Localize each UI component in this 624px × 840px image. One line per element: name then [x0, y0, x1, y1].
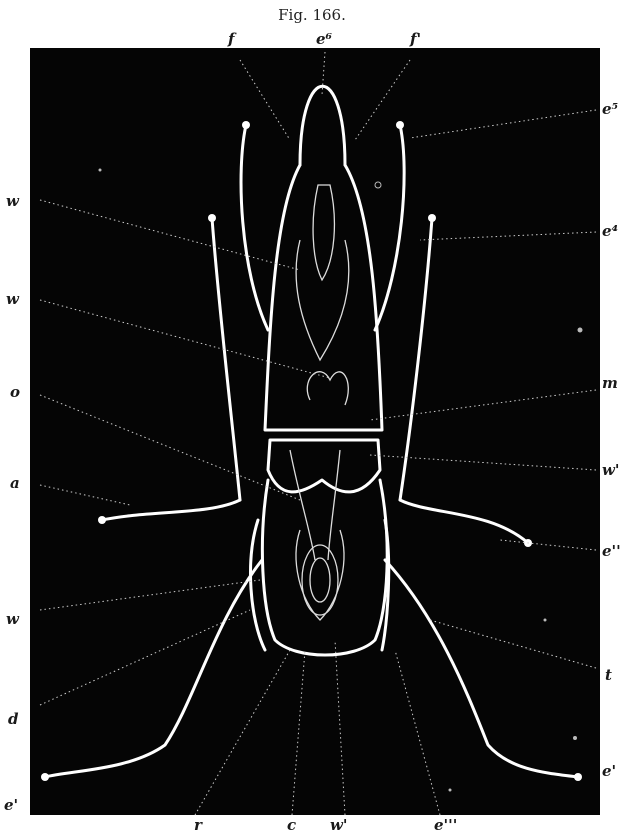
label-c: c	[287, 818, 296, 833]
label-f-prime: f'	[410, 32, 421, 47]
label-e6: e⁶	[316, 32, 332, 47]
label-a: a	[10, 476, 20, 491]
apex-lobe	[300, 86, 345, 165]
right-lower-tentacle	[385, 560, 578, 777]
upper-body-outline	[265, 165, 382, 430]
left-mid-arm	[212, 218, 240, 500]
label-w-2: w	[6, 292, 19, 307]
label-d: d	[8, 712, 19, 727]
label-w-1: w	[6, 194, 19, 209]
label-e-prime-left: e'	[4, 798, 18, 813]
label-w-prime-right: w'	[602, 463, 620, 478]
lower-body-outline	[262, 480, 387, 655]
label-o: o	[10, 385, 20, 400]
left-upper-arm	[241, 125, 268, 330]
right-upper-arm	[375, 125, 404, 330]
label-e5: e⁵	[602, 102, 618, 117]
label-r: r	[194, 818, 202, 833]
label-e-triple-prime: e'''	[434, 818, 457, 833]
middle-segment	[268, 440, 380, 492]
label-t: t	[605, 668, 612, 683]
label-m: m	[602, 376, 618, 391]
label-w-prime-bottom: w'	[330, 818, 348, 833]
label-f: f	[228, 32, 234, 47]
label-e-double-prime: e''	[602, 544, 621, 559]
label-e4: e⁴	[602, 224, 618, 239]
right-lateral-tentacle	[400, 500, 528, 543]
left-lateral-tentacle	[102, 500, 240, 520]
label-e-prime-right: e'	[602, 764, 616, 779]
label-w-3: w	[6, 612, 19, 627]
left-lower-tentacle	[45, 560, 262, 777]
